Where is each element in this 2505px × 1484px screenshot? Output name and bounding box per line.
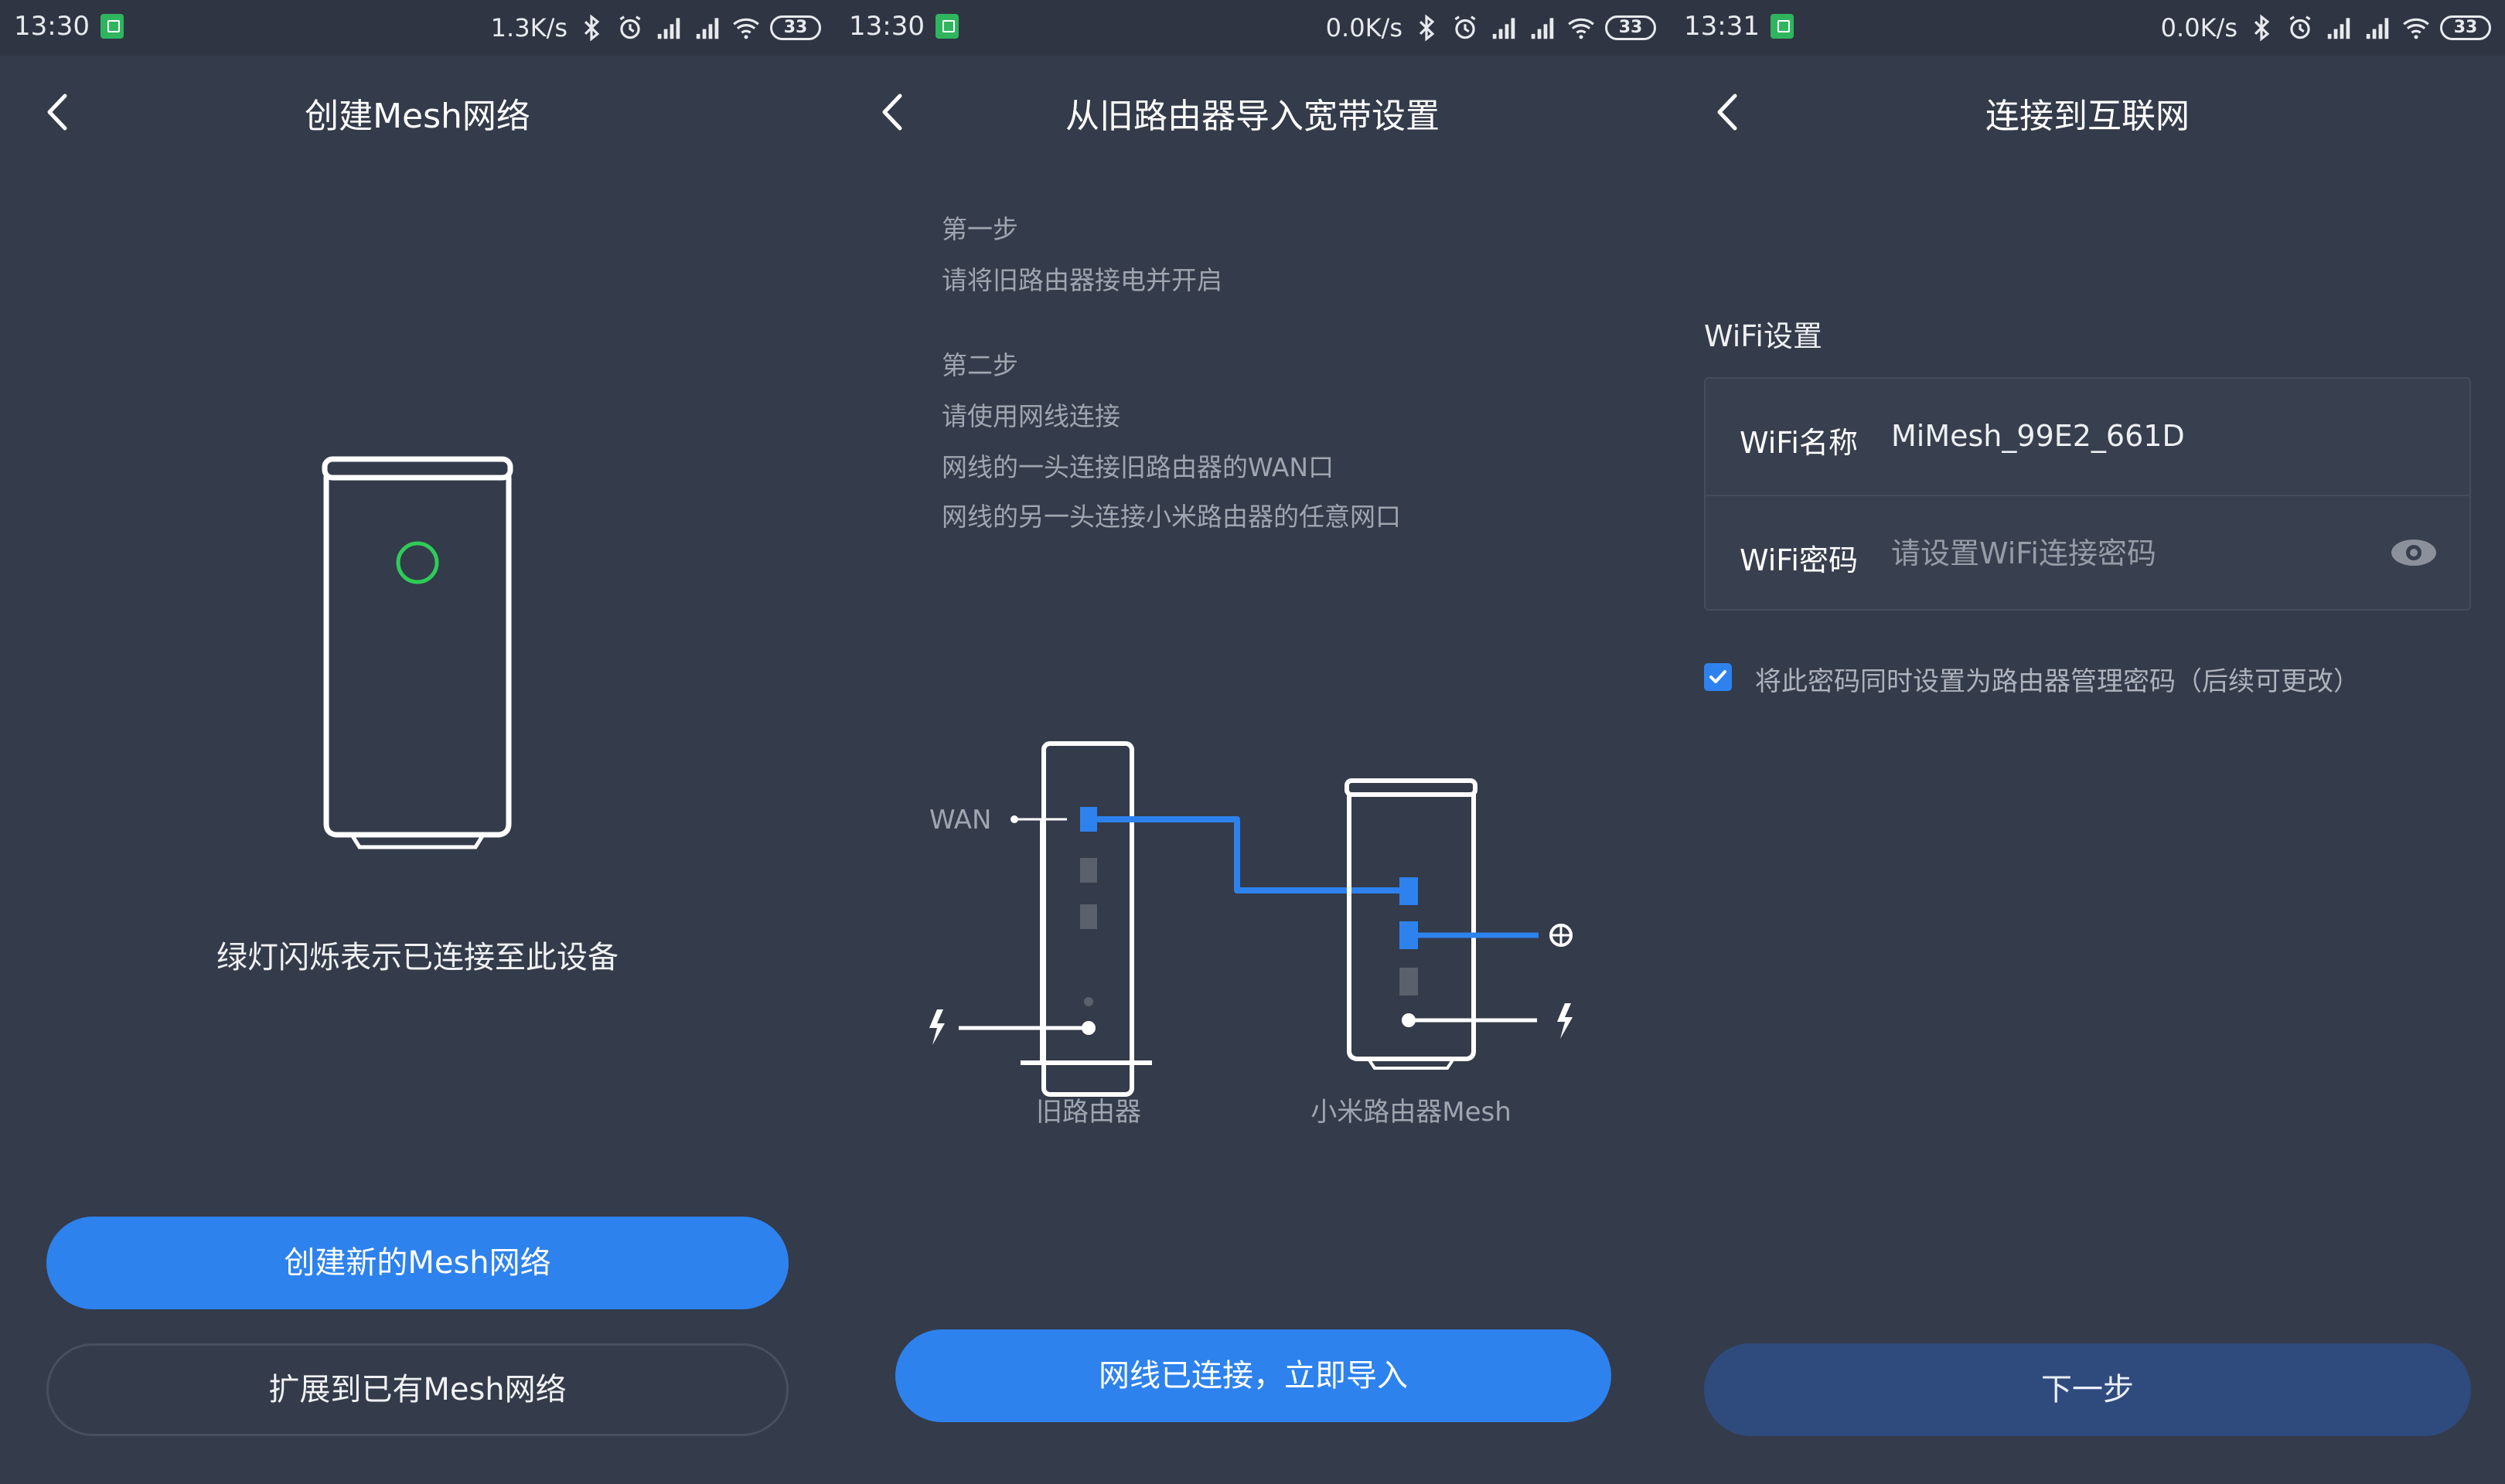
led-caption: 绿灯闪烁表示已连接至此设备 bbox=[216, 940, 619, 975]
network-speed: 0.0K/s bbox=[2160, 13, 2237, 43]
back-arrow-icon[interactable] bbox=[31, 85, 85, 139]
step-2-line: 网线的另一头连接小米路由器的任意网口 bbox=[942, 502, 1401, 532]
status-right: 0.0K/s 33 bbox=[2161, 11, 2491, 45]
status-right: 0.0K/s 33 bbox=[1326, 11, 1656, 45]
status-bar: 13:30 1.3K/s 33 bbox=[0, 0, 835, 56]
wifi-icon bbox=[733, 18, 759, 39]
header: 从旧路由器导入宽带设置 bbox=[835, 56, 1670, 172]
import-broadband-screen: 13:30 0.0K/s 33 从旧路由器导入宽带设置 第一步 请将旧路由器接电… bbox=[835, 0, 1670, 1484]
admin-password-checkbox[interactable] bbox=[1704, 663, 1732, 691]
page-title: 从旧路由器导入宽带设置 bbox=[1065, 97, 1440, 136]
mi-router-label: 小米路由器Mesh bbox=[1310, 1097, 1512, 1128]
header: 创建Mesh网络 bbox=[0, 56, 835, 172]
old-router-label: 旧路由器 bbox=[1036, 1097, 1141, 1128]
back-arrow-icon[interactable] bbox=[866, 85, 920, 139]
extend-existing-mesh-button[interactable]: 扩展到已有Mesh网络 bbox=[46, 1343, 789, 1436]
wan-label: WAN bbox=[929, 805, 991, 836]
wifi-settings-card: WiFi名称 MiMesh_99E2_661D WiFi密码 bbox=[1704, 377, 2471, 611]
step-1-heading: 第一步 bbox=[942, 214, 1018, 244]
wifi-password-row: WiFi密码 bbox=[1706, 496, 2469, 612]
bluetooth-icon bbox=[584, 14, 600, 42]
admin-password-checkbox-label[interactable]: 将此密码同时设置为路由器管理密码（后续可更改） bbox=[1755, 666, 2360, 697]
wifi-name-label: WiFi名称 bbox=[1740, 426, 1858, 460]
step-2-heading: 第二步 bbox=[942, 350, 1018, 380]
signal-1-icon bbox=[2327, 18, 2350, 39]
wifi-settings-title: WiFi设置 bbox=[1704, 319, 1822, 353]
mesh-router-illustration bbox=[322, 456, 513, 849]
status-time: 13:31 bbox=[1684, 11, 1760, 42]
page-title: 连接到互联网 bbox=[1985, 97, 2190, 136]
create-new-mesh-button[interactable]: 创建新的Mesh网络 bbox=[46, 1217, 789, 1309]
row-divider bbox=[1706, 495, 2469, 496]
app-notification-icon bbox=[936, 14, 959, 39]
bluetooth-icon bbox=[1419, 14, 1435, 42]
wifi-name-value[interactable]: MiMesh_99E2_661D bbox=[1891, 419, 2185, 453]
signal-1-icon bbox=[657, 18, 680, 39]
next-step-button[interactable]: 下一步 bbox=[1704, 1343, 2471, 1436]
battery-icon: 33 bbox=[1605, 15, 1656, 40]
step-2-line: 请使用网线连接 bbox=[942, 401, 1120, 431]
wifi-password-label: WiFi密码 bbox=[1740, 543, 1858, 577]
create-mesh-screen: 13:30 1.3K/s 33 创建Mesh网络 绿灯闪烁表示已连接至此设备 创… bbox=[0, 0, 835, 1484]
status-right: 1.3K/s 33 bbox=[491, 11, 821, 45]
green-led-indicator bbox=[396, 541, 439, 584]
bluetooth-icon bbox=[2254, 14, 2270, 42]
old-router-illustration bbox=[929, 741, 1152, 1097]
battery-icon: 33 bbox=[770, 15, 821, 40]
step-1-line: 请将旧路由器接电并开启 bbox=[942, 265, 1222, 295]
mi-router-illustration bbox=[1345, 778, 1573, 1070]
alarm-icon bbox=[2289, 15, 2311, 39]
wifi-icon bbox=[2403, 18, 2429, 39]
wifi-password-input[interactable] bbox=[1891, 529, 2386, 578]
wifi-icon bbox=[1568, 18, 1594, 39]
connect-internet-screen: 13:31 0.0K/s 33 连接到互联网 WiFi设置 WiFi名称 MiM… bbox=[1670, 0, 2505, 1484]
step-2-line: 网线的一头连接旧路由器的WAN口 bbox=[942, 452, 1334, 482]
status-time: 13:30 bbox=[14, 11, 90, 42]
signal-2-icon bbox=[1531, 18, 1554, 39]
wifi-name-row[interactable]: WiFi名称 MiMesh_99E2_661D bbox=[1706, 379, 2469, 495]
eye-icon[interactable] bbox=[2389, 533, 2439, 572]
alarm-icon bbox=[1454, 15, 1476, 39]
back-arrow-icon[interactable] bbox=[1701, 85, 1755, 139]
page-title: 创建Mesh网络 bbox=[305, 97, 530, 136]
app-notification-icon bbox=[101, 14, 124, 39]
status-bar: 13:31 0.0K/s 33 bbox=[1670, 0, 2505, 56]
signal-2-icon bbox=[2366, 18, 2389, 39]
signal-1-icon bbox=[1492, 18, 1515, 39]
app-notification-icon bbox=[1771, 14, 1794, 39]
battery-icon: 33 bbox=[2440, 15, 2491, 40]
network-speed: 1.3K/s bbox=[490, 13, 567, 43]
network-speed: 0.0K/s bbox=[1325, 13, 1402, 43]
signal-2-icon bbox=[696, 18, 719, 39]
header: 连接到互联网 bbox=[1670, 56, 2505, 172]
import-now-button[interactable]: 网线已连接，立即导入 bbox=[895, 1329, 1611, 1422]
alarm-icon bbox=[619, 15, 641, 39]
status-time: 13:30 bbox=[849, 11, 925, 42]
connection-diagram: WAN 旧路由器 小米路由器Mesh bbox=[929, 741, 1573, 1128]
checkmark-icon bbox=[1709, 670, 1726, 683]
status-bar: 13:30 0.0K/s 33 bbox=[835, 0, 1670, 56]
